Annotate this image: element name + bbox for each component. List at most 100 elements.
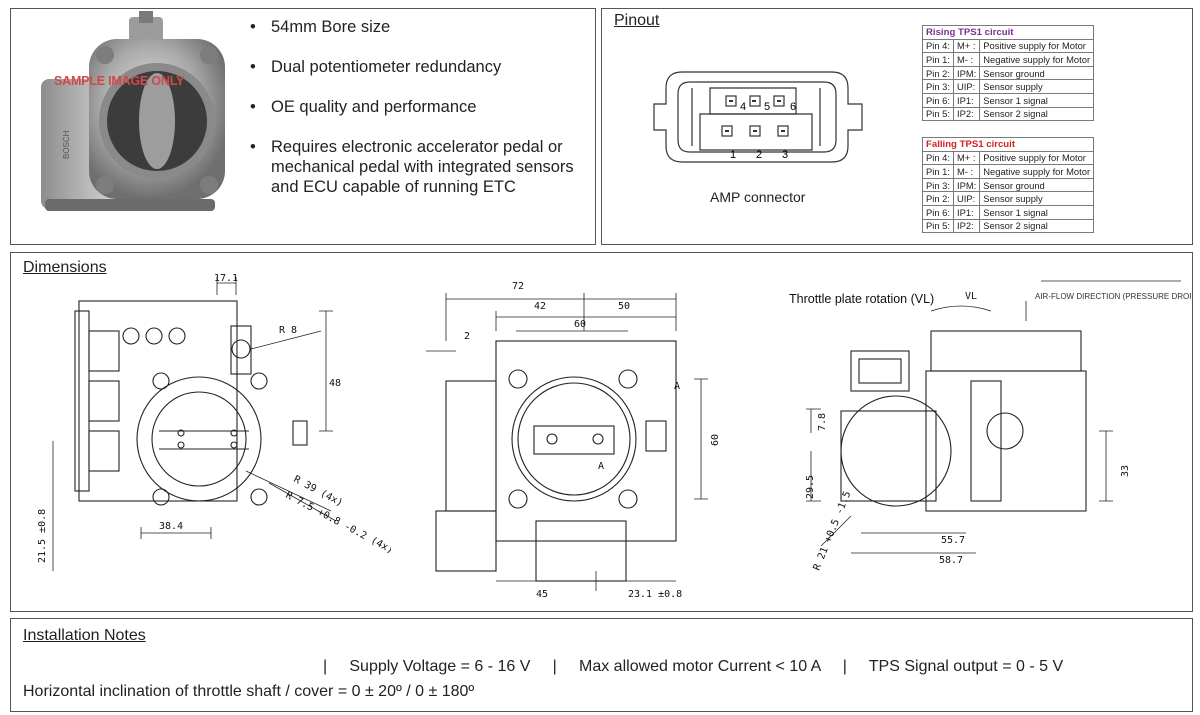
pin-function-cell: Sensor supply — [979, 79, 1095, 94]
dim-60-v: 60 — [710, 434, 721, 446]
dim-38-4: 38.4 — [159, 521, 183, 532]
side-view-drawing: Throttle plate rotation (VL) VL AIR-FLOW… — [789, 280, 1191, 572]
pin-row: Pin 4:M+ :Positive supply for Motor — [922, 38, 1095, 54]
dim-23-1: 23.1 ±0.8 — [628, 589, 682, 600]
pin-number-cell: Pin 3: — [922, 79, 954, 94]
connector-pin-label: 1 — [730, 149, 736, 161]
pin-number-cell: Pin 2: — [922, 191, 954, 206]
pin-row: Pin 4:M+ :Positive supply for Motor — [922, 150, 1095, 166]
rising-table-title: Rising TPS1 circuit — [921, 25, 1095, 40]
pin-code-cell: M+ : — [952, 38, 981, 54]
falling-table-title: Falling TPS1 circuit — [921, 137, 1095, 152]
pin-function-cell: Negative supply for Motor — [979, 164, 1095, 179]
pinout-title: Pinout — [614, 12, 660, 29]
dim-72: 72 — [512, 281, 524, 292]
rising-tps1-table: Rising TPS1 circuit Pin 4:M+ :Positive s… — [921, 25, 1095, 122]
pin-number-cell: Pin 2: — [922, 65, 954, 81]
pin-code-cell: IP1: — [952, 92, 981, 108]
dim-45: 45 — [536, 589, 548, 600]
brand-mark: BOSCH — [62, 130, 71, 159]
amp-connector-drawing — [653, 71, 863, 163]
dim-42: 42 — [534, 301, 546, 312]
pin-function-cell: Positive supply for Motor — [979, 38, 1095, 54]
feature-item: 54mm Bore size — [247, 17, 592, 37]
feature-item: OE quality and performance — [247, 97, 592, 117]
pin-number-cell: Pin 6: — [922, 92, 954, 108]
pin-code-cell: M- : — [952, 52, 981, 67]
dim-58-7: 58.7 — [939, 555, 963, 566]
pin-number-cell: Pin 1: — [922, 164, 954, 179]
dim-r21: R 21 +0.5 -1.5 — [812, 490, 854, 572]
pin-function-cell: Sensor 1 signal — [979, 92, 1095, 108]
pin-number-cell: Pin 5: — [922, 106, 954, 122]
pin-row: Pin 3:UIP:Sensor supply — [922, 79, 1095, 94]
pin-number-cell: Pin 3: — [922, 177, 954, 193]
installation-specs-line: | Supply Voltage = 6 - 16 V | Max allowe… — [323, 658, 1064, 675]
pin-row: Pin 6:IP1:Sensor 1 signal — [922, 92, 1095, 108]
pin-row: Pin 5:IP2:Sensor 2 signal — [922, 218, 1095, 234]
section-a-top: A — [674, 381, 680, 392]
dim-17-1: 17.1 — [214, 273, 238, 284]
dim-48: 48 — [329, 378, 341, 389]
dim-7-8: 7.8 — [817, 413, 828, 431]
pin-code-cell: IPM: — [952, 65, 981, 81]
pin-row: Pin 1:M- :Negative supply for Motor — [922, 52, 1095, 67]
sample-image-label: SAMPLE IMAGE ONLY — [54, 74, 185, 88]
pin-function-cell: Sensor ground — [979, 65, 1095, 81]
pin-code-cell: UIP: — [952, 79, 981, 94]
feature-list: 54mm Bore size Dual potentiometer redund… — [247, 17, 592, 217]
pin-row: Pin 2:UIP:Sensor supply — [922, 191, 1095, 206]
pin-row: Pin 3:IPM:Sensor ground — [922, 177, 1095, 193]
installation-inclination-line: Horizontal inclination of throttle shaft… — [23, 683, 475, 700]
pin-number-cell: Pin 4: — [922, 150, 954, 166]
throttle-body-photo: BOSCH — [41, 11, 225, 211]
falling-tps1-table: Falling TPS1 circuit Pin 4:M+ :Positive … — [921, 137, 1095, 234]
pin-row: Pin 1:M- :Negative supply for Motor — [922, 164, 1095, 179]
pin-code-cell: IPM: — [952, 177, 981, 193]
pin-number-cell: Pin 4: — [922, 38, 954, 54]
pin-row: Pin 5:IP2:Sensor 2 signal — [922, 106, 1095, 122]
connector-label: AMP connector — [710, 189, 806, 205]
connector-pin-label: 3 — [782, 149, 788, 161]
dim-2: 2 — [464, 331, 470, 342]
pin-code-cell: UIP: — [952, 191, 981, 206]
pin-number-cell: Pin 1: — [922, 52, 954, 67]
throttle-rotation-label: Throttle plate rotation (VL) — [789, 292, 934, 306]
vl-label: VL — [965, 291, 977, 302]
dim-29-5: 29.5 — [805, 475, 816, 499]
dim-50: 50 — [618, 301, 630, 312]
pinout-panel: Pinout 4 5 6 1 2 3 AMP connector Rising … — [601, 8, 1193, 245]
pin-code-cell: M- : — [952, 164, 981, 179]
pin-function-cell: Positive supply for Motor — [979, 150, 1095, 166]
dim-33: 33 — [1120, 465, 1131, 477]
dim-21-5: 21.5 ±0.8 — [37, 509, 48, 563]
pin-code-cell: IP2: — [952, 218, 981, 234]
pin-function-cell: Sensor 2 signal — [979, 218, 1095, 234]
connector-pin-label: 6 — [790, 101, 796, 113]
dimensions-panel: Dimensions 17.1 R 8 48 R 39 (4x) R 7.5 +… — [10, 252, 1193, 612]
pin-function-cell: Sensor ground — [979, 177, 1095, 193]
pin-function-cell: Sensor 1 signal — [979, 204, 1095, 220]
feature-item: Requires electronic accelerator pedal or… — [247, 137, 592, 197]
connector-pin-label: 5 — [764, 101, 770, 113]
pin-code-cell: IP1: — [952, 204, 981, 220]
dim-55-7: 55.7 — [941, 535, 965, 546]
pin-function-cell: Sensor supply — [979, 191, 1095, 206]
installation-notes-panel: Installation Notes | Supply Voltage = 6 … — [10, 618, 1193, 712]
pin-function-cell: Negative supply for Motor — [979, 52, 1095, 67]
bore-view-drawing: 72 42 50 60 2 60 A A 45 23.1 ±0.8 — [426, 281, 721, 600]
pin-function-cell: Sensor 2 signal — [979, 106, 1095, 122]
airflow-label: AIR-FLOW DIRECTION (PRESSURE DROP) — [1035, 292, 1191, 301]
dimensions-title: Dimensions — [23, 259, 107, 276]
dim-60-h: 60 — [574, 319, 586, 330]
product-panel: BOSCH SAMPLE IMAGE ONLY 54mm Bore size D… — [10, 8, 596, 245]
connector-pin-label: 4 — [740, 101, 746, 113]
installation-notes-title: Installation Notes — [23, 627, 146, 644]
front-view-drawing: 17.1 R 8 48 R 39 (4x) R 7.5 +0.8 -0.2 (4… — [37, 273, 391, 571]
pin-number-cell: Pin 5: — [922, 218, 954, 234]
section-a-bottom: A — [598, 461, 604, 472]
pin-number-cell: Pin 6: — [922, 204, 954, 220]
connector-pin-label: 2 — [756, 149, 762, 161]
pin-row: Pin 6:IP1:Sensor 1 signal — [922, 204, 1095, 220]
pin-row: Pin 2:IPM:Sensor ground — [922, 65, 1095, 81]
